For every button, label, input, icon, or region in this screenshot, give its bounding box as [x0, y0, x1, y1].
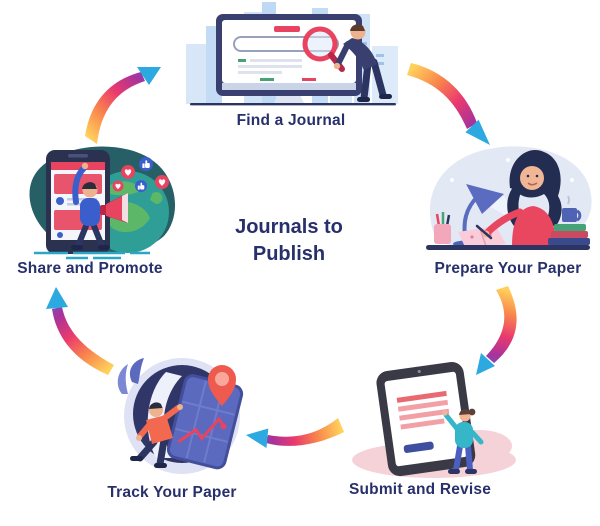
- desk: [426, 245, 590, 250]
- diagram-title-line2: Publish: [252, 243, 326, 265]
- step-label-share-and-promote: Share and Promote: [17, 260, 163, 277]
- share-and-promote-illustration: [29, 146, 176, 260]
- searching-man: [333, 24, 392, 102]
- submit-button-graphic: [403, 441, 434, 453]
- arrow-prepare-to-submit: [476, 286, 517, 375]
- like-icon: [135, 180, 147, 192]
- location-pin-icon: [208, 365, 236, 406]
- megaphone-icon: [100, 193, 128, 223]
- pencil-cup: [434, 212, 451, 244]
- submit-and-revise-illustration: [352, 361, 516, 478]
- writing-woman: [475, 149, 562, 246]
- arrowhead: [465, 119, 490, 145]
- arrowhead: [476, 353, 495, 375]
- ground-line: [190, 103, 396, 106]
- promoting-man: [71, 162, 128, 250]
- track-your-paper-illustration: [117, 358, 244, 474]
- arrowhead: [246, 428, 269, 448]
- arrow-submit-to-track: [246, 418, 344, 448]
- arrowhead: [46, 287, 68, 309]
- book-stack: [548, 224, 590, 245]
- step-label-track-your-paper: Track Your Paper: [107, 484, 237, 501]
- pen-icon: [475, 224, 493, 240]
- arrow-track-to-share: [46, 287, 114, 375]
- route-line: [177, 416, 225, 444]
- ground-dashes: [34, 251, 154, 260]
- running-person: [130, 402, 183, 468]
- tablet-document: [376, 361, 476, 477]
- pointing-woman: [442, 408, 484, 474]
- prepare-your-paper-illustration: [426, 146, 592, 250]
- heart-icon: [155, 175, 169, 189]
- arrow-find-to-prepare: [407, 63, 490, 145]
- find-a-journal-illustration: [186, 2, 398, 106]
- diagram-title: Journals to Publish: [189, 214, 389, 268]
- diagram-title-line1: Journals to: [235, 216, 343, 238]
- step-label-submit-and-revise: Submit and Revise: [348, 481, 492, 498]
- like-icon: [139, 157, 153, 171]
- heart-icon: [121, 165, 135, 179]
- arrow-share-to-find: [85, 67, 161, 144]
- open-notebook: [458, 226, 506, 249]
- arrowhead: [137, 67, 161, 85]
- heart-icon: [112, 180, 124, 192]
- social-reaction-icons: [112, 157, 169, 192]
- step-label-find-a-journal: Find a Journal: [236, 112, 346, 129]
- mug-icon: [562, 195, 582, 222]
- step-label-prepare-your-paper: Prepare Your Paper: [434, 260, 582, 277]
